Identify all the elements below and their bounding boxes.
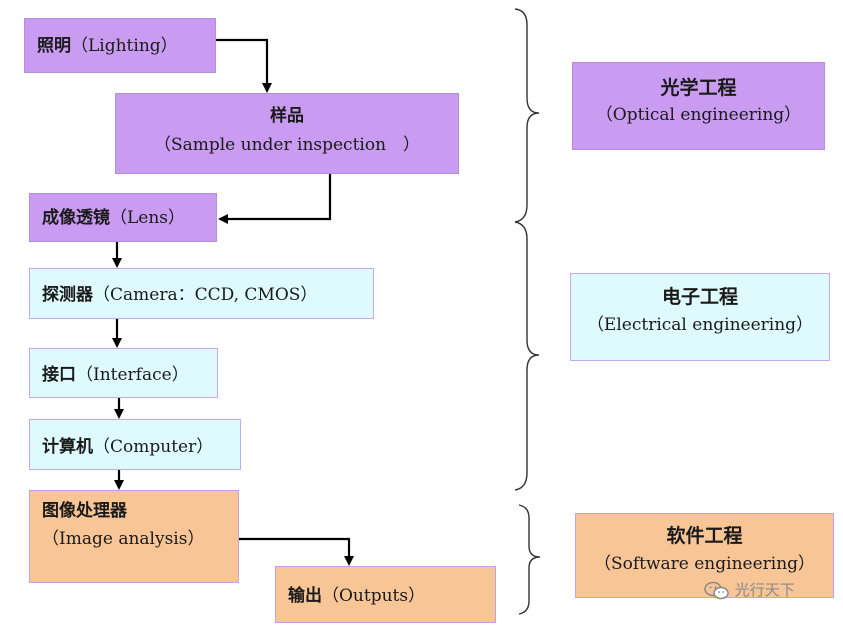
lens-en: （Lens）: [110, 208, 186, 228]
computer-cn: 计算机: [42, 437, 93, 457]
camera-box: 探测器（Camera：CCD, CMOS）: [29, 268, 374, 319]
sample-cn: 样品: [270, 106, 304, 126]
optical-engineering-box: 光学工程 （Optical engineering）: [572, 62, 825, 150]
image-analysis-box: 图像处理器 （Image analysis）: [29, 490, 239, 583]
arrow-sample-to-lens: [218, 174, 332, 224]
lens-box: 成像透镜（Lens）: [29, 193, 217, 242]
optical-cn: 光学工程: [660, 77, 737, 99]
sample-en: （Sample under inspection ）: [153, 135, 421, 155]
arrow-lighting-to-sample: [216, 38, 272, 93]
arrow-image-analysis-to-outputs: [239, 537, 354, 566]
sample-box: 样品 （Sample under inspection ）: [115, 93, 459, 174]
software-cn: 软件工程: [666, 525, 743, 547]
outputs-box: 输出（Outputs）: [275, 566, 496, 623]
interface-box: 接口（Interface）: [29, 348, 218, 398]
lens-cn: 成像透镜: [42, 208, 110, 228]
camera-en: （Camera：CCD, CMOS）: [93, 285, 318, 305]
lighting-cn: 照明: [37, 36, 71, 56]
watermark-text: 光行天下: [734, 581, 795, 599]
watermark: 光行天下: [704, 579, 795, 601]
outputs-en: （Outputs）: [322, 586, 426, 606]
lighting-en: （Lighting）: [71, 36, 178, 56]
brace-optical: [514, 8, 540, 223]
camera-cn: 探测器: [42, 285, 93, 305]
lighting-box: 照明（Lighting）: [24, 18, 216, 73]
electrical-engineering-box: 电子工程 （Electrical engineering）: [570, 273, 830, 361]
image-analysis-en: （Image analysis）: [42, 529, 205, 549]
brace-electrical: [514, 221, 540, 491]
software-en: （Software engineering）: [593, 554, 816, 574]
interface-cn: 接口: [42, 365, 76, 385]
electrical-cn: 电子工程: [661, 286, 738, 308]
software-engineering-box: 软件工程 （Software engineering）: [575, 513, 834, 598]
wechat-icon: [704, 581, 729, 599]
outputs-cn: 输出: [288, 586, 322, 606]
computer-box: 计算机（Computer）: [29, 419, 241, 470]
optical-en: （Optical engineering）: [595, 105, 802, 125]
image-analysis-cn: 图像处理器: [42, 501, 127, 521]
interface-en: （Interface）: [76, 365, 189, 385]
brace-software: [518, 504, 541, 615]
computer-en: （Computer）: [93, 437, 214, 457]
electrical-en: （Electrical engineering）: [586, 315, 814, 335]
